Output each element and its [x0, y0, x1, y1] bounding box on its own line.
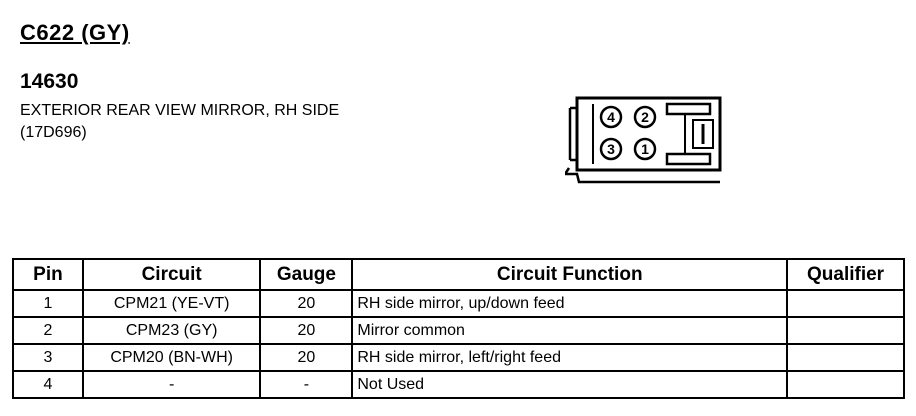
cavity-4: 4: [599, 105, 623, 129]
header-circuit-function: Circuit Function: [351, 258, 789, 291]
connector-id: C622 (GY): [20, 20, 130, 45]
cell-circuit: -: [81, 370, 262, 399]
cell-pin: 2: [12, 316, 84, 345]
cell-circuit: CPM23 (GY): [81, 316, 262, 345]
cell-function: Mirror common: [351, 316, 789, 345]
cell-qualifier: [786, 316, 905, 345]
cell-qualifier: [786, 370, 905, 399]
header-circuit: Circuit: [81, 258, 262, 291]
table-header-row: Pin Circuit Gauge Circuit Function Quali…: [12, 258, 905, 291]
cell-pin: 4: [12, 370, 84, 399]
cell-qualifier: [786, 343, 905, 372]
header-gauge: Gauge: [259, 258, 354, 291]
cavity-1-label: 1: [641, 141, 649, 157]
cell-function: RH side mirror, left/right feed: [351, 343, 789, 372]
cell-pin: 3: [12, 343, 84, 372]
cavity-3: 3: [599, 137, 623, 161]
cell-function: Not Used: [351, 370, 789, 399]
table-row: 2 CPM23 (GY) 20 Mirror common: [12, 316, 905, 345]
table-row: 1 CPM21 (YE-VT) 20 RH side mirror, up/do…: [12, 289, 905, 318]
cavity-3-label: 3: [607, 141, 615, 157]
cell-gauge: -: [259, 370, 354, 399]
header-qualifier: Qualifier: [786, 258, 905, 291]
cavity-1: 1: [633, 137, 657, 161]
cavity-2-label: 2: [641, 109, 649, 125]
part-number: 14630: [20, 70, 79, 93]
pinout-table: Pin Circuit Gauge Circuit Function Quali…: [12, 258, 905, 399]
cell-gauge: 20: [259, 289, 354, 318]
cell-gauge: 20: [259, 343, 354, 372]
cell-qualifier: [786, 289, 905, 318]
connector-face-diagram: 4 2 3 1: [565, 96, 722, 184]
table-row: 3 CPM20 (BN-WH) 20 RH side mirror, left/…: [12, 343, 905, 372]
cell-pin: 1: [12, 289, 84, 318]
cell-circuit: CPM20 (BN-WH): [81, 343, 262, 372]
connector-description: EXTERIOR REAR VIEW MIRROR, RH SIDE (17D6…: [20, 102, 340, 141]
cell-function: RH side mirror, up/down feed: [351, 289, 789, 318]
cell-gauge: 20: [259, 316, 354, 345]
cell-circuit: CPM21 (YE-VT): [81, 289, 262, 318]
cavity-4-label: 4: [607, 109, 615, 125]
cavity-2: 2: [633, 105, 657, 129]
table-row: 4 - - Not Used: [12, 370, 905, 399]
header-pin: Pin: [12, 258, 84, 291]
